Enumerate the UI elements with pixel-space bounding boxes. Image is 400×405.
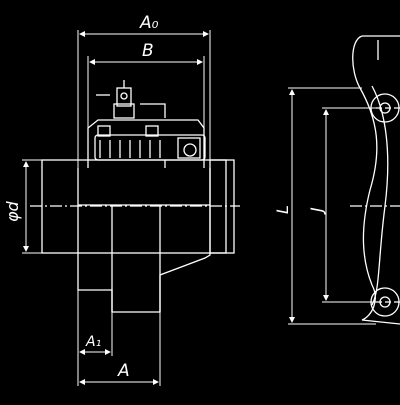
label-L: L	[273, 205, 292, 214]
collar	[209, 159, 227, 254]
label-B: B	[142, 41, 154, 61]
label-phi-d: φd	[3, 200, 22, 222]
front-view	[350, 35, 400, 325]
label-J: J	[307, 207, 326, 215]
label-A: A	[117, 361, 130, 381]
dim-B	[87, 56, 205, 128]
side-view	[30, 80, 240, 313]
grease-fitting	[116, 87, 132, 107]
dim-A	[79, 312, 161, 386]
dim-phi-d	[22, 159, 42, 254]
dim-A0	[77, 30, 211, 168]
label-A0: A₀	[139, 13, 159, 33]
dim-L	[288, 87, 376, 325]
bearing-ring	[94, 134, 206, 161]
dim-A1	[77, 290, 113, 386]
label-A1: A₁	[85, 334, 101, 350]
bolt-heads	[97, 125, 161, 158]
bearing-housing	[87, 119, 205, 168]
flange-outline	[352, 35, 400, 325]
housing-body	[77, 168, 211, 313]
dim-J	[322, 107, 376, 303]
